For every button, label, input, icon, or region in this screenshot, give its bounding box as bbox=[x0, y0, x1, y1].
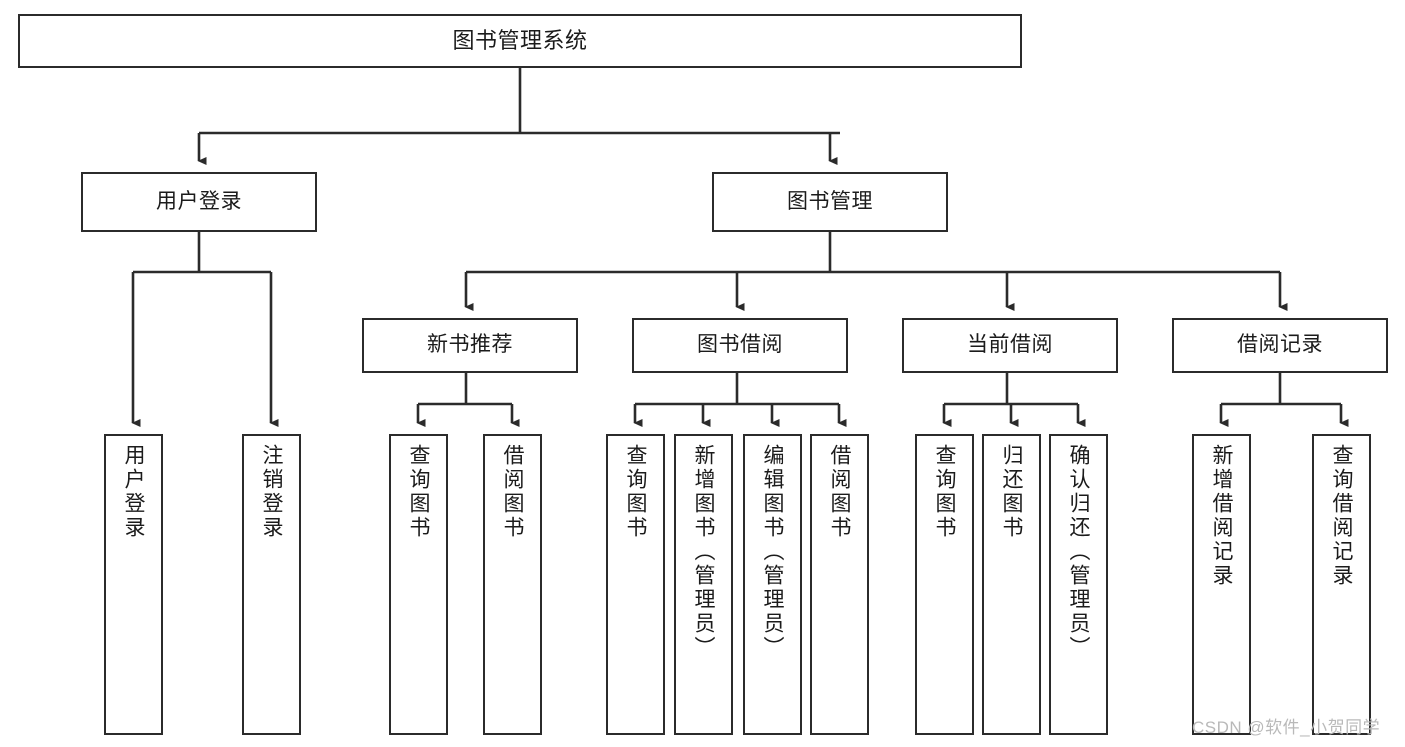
leaf-add-borrow-record[interactable]: 新增借阅记录 bbox=[1192, 434, 1251, 735]
leaf-return-book[interactable]: 归还图书 bbox=[982, 434, 1041, 735]
node-label: 查询图书 bbox=[624, 444, 647, 540]
node-borrow-record[interactable]: 借阅记录 bbox=[1172, 318, 1388, 373]
node-label: 借阅图书 bbox=[501, 444, 524, 540]
leaf-edit-book-admin[interactable]: 编辑图书（管理员） bbox=[743, 434, 802, 735]
node-label: 当前借阅 bbox=[967, 333, 1053, 357]
leaf-add-book-admin[interactable]: 新增图书（管理员） bbox=[674, 434, 733, 735]
node-label: 注销登录 bbox=[260, 444, 283, 540]
node-label: 图书管理 bbox=[787, 189, 873, 213]
node-label: 查询图书 bbox=[407, 444, 430, 540]
node-label: 确认归还（管理员） bbox=[1067, 444, 1090, 660]
leaf-query-book-current[interactable]: 查询图书 bbox=[915, 434, 974, 735]
node-label: 新增借阅记录 bbox=[1210, 444, 1233, 588]
node-label: 用户登录 bbox=[156, 189, 242, 213]
node-current-borrow[interactable]: 当前借阅 bbox=[902, 318, 1118, 373]
leaf-borrow-book-borrow[interactable]: 借阅图书 bbox=[810, 434, 869, 735]
node-label: 查询借阅记录 bbox=[1330, 444, 1353, 588]
node-label: 归还图书 bbox=[1000, 444, 1023, 540]
csdn-watermark: CSDN @软件_小贺同学 bbox=[1192, 718, 1381, 737]
node-label: 新书推荐 bbox=[427, 333, 513, 357]
node-book-management[interactable]: 图书管理 bbox=[712, 172, 948, 232]
leaf-confirm-return-admin[interactable]: 确认归还（管理员） bbox=[1049, 434, 1108, 735]
leaf-query-book-new-recommend[interactable]: 查询图书 bbox=[389, 434, 448, 735]
leaf-query-book-borrow[interactable]: 查询图书 bbox=[606, 434, 665, 735]
node-label: 查询图书 bbox=[933, 444, 956, 540]
node-label: 编辑图书（管理员） bbox=[761, 444, 784, 660]
node-label: 图书管理系统 bbox=[452, 28, 588, 54]
leaf-borrow-book-new-recommend[interactable]: 借阅图书 bbox=[483, 434, 542, 735]
node-label: 图书借阅 bbox=[697, 333, 783, 357]
node-new-book-recommend[interactable]: 新书推荐 bbox=[362, 318, 578, 373]
leaf-query-borrow-record[interactable]: 查询借阅记录 bbox=[1312, 434, 1371, 735]
node-label: 借阅图书 bbox=[828, 444, 851, 540]
node-label: 借阅记录 bbox=[1237, 333, 1323, 357]
leaf-logout-login[interactable]: 注销登录 bbox=[242, 434, 301, 735]
node-user-login[interactable]: 用户登录 bbox=[81, 172, 317, 232]
leaf-user-login[interactable]: 用户登录 bbox=[104, 434, 163, 735]
node-label: 新增图书（管理员） bbox=[692, 444, 715, 660]
node-book-borrow[interactable]: 图书借阅 bbox=[632, 318, 848, 373]
node-root-book-management-system[interactable]: 图书管理系统 bbox=[18, 14, 1022, 68]
node-label: 用户登录 bbox=[122, 444, 145, 540]
